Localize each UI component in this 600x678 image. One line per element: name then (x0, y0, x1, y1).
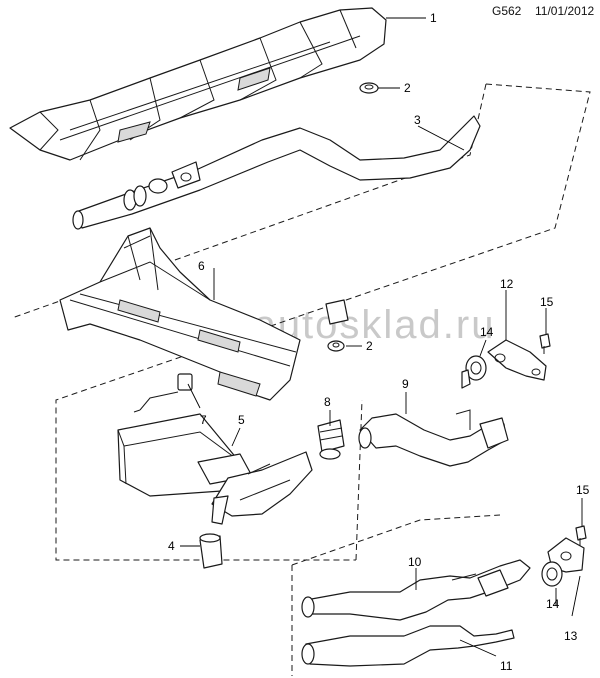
rear-pipe-lower (301, 625, 515, 667)
callout-2-upper: 2 (404, 81, 411, 95)
callout-15-lower: 15 (576, 483, 590, 497)
callout-14-upper: 14 (480, 325, 494, 339)
callout-15-upper: 15 (540, 295, 554, 309)
assembly-outline-lower (291, 399, 501, 676)
callout-14-lower: 14 (546, 597, 560, 611)
intermediate-pipe (358, 409, 509, 467)
front-pipe (72, 115, 481, 230)
callout-8: 8 (324, 395, 331, 409)
assembly-outline-upper (11, 83, 591, 561)
hanger-rubber (133, 373, 193, 413)
callout-10: 10 (408, 555, 422, 569)
callout-13: 13 (564, 629, 578, 643)
callout-7: 7 (200, 413, 207, 427)
heat-shield-upper (9, 7, 387, 161)
tail-pipe-tip (199, 533, 223, 569)
callout-6: 6 (198, 259, 205, 273)
clip-upper (359, 82, 379, 94)
callout-1: 1 (430, 11, 437, 25)
subframe-crossmember (59, 227, 301, 401)
bolt-upper (539, 333, 551, 354)
rear-muffler (117, 413, 313, 525)
diagram-date: 11/01/2012 (535, 4, 595, 18)
callout-12: 12 (500, 277, 514, 291)
callout-labels: 1 2 3 6 12 15 14 2 9 8 7 5 15 4 10 14 13… (168, 11, 590, 673)
callout-4: 4 (168, 539, 175, 553)
rubber-mount-center (325, 299, 349, 352)
callout-5: 5 (238, 413, 245, 427)
callout-2-center: 2 (366, 339, 373, 353)
hanger-bracket-upper (487, 339, 547, 381)
callout-3: 3 (414, 113, 421, 127)
callout-11: 11 (500, 659, 513, 673)
callout-9: 9 (402, 377, 409, 391)
rear-pipe (301, 559, 531, 621)
bolt-lower (575, 525, 587, 546)
insulator-upper (461, 355, 487, 389)
leader-lines (180, 17, 583, 657)
diagram-code: G562 (492, 4, 522, 18)
insulator-lower (541, 561, 563, 587)
pipe-clamp (317, 419, 345, 460)
